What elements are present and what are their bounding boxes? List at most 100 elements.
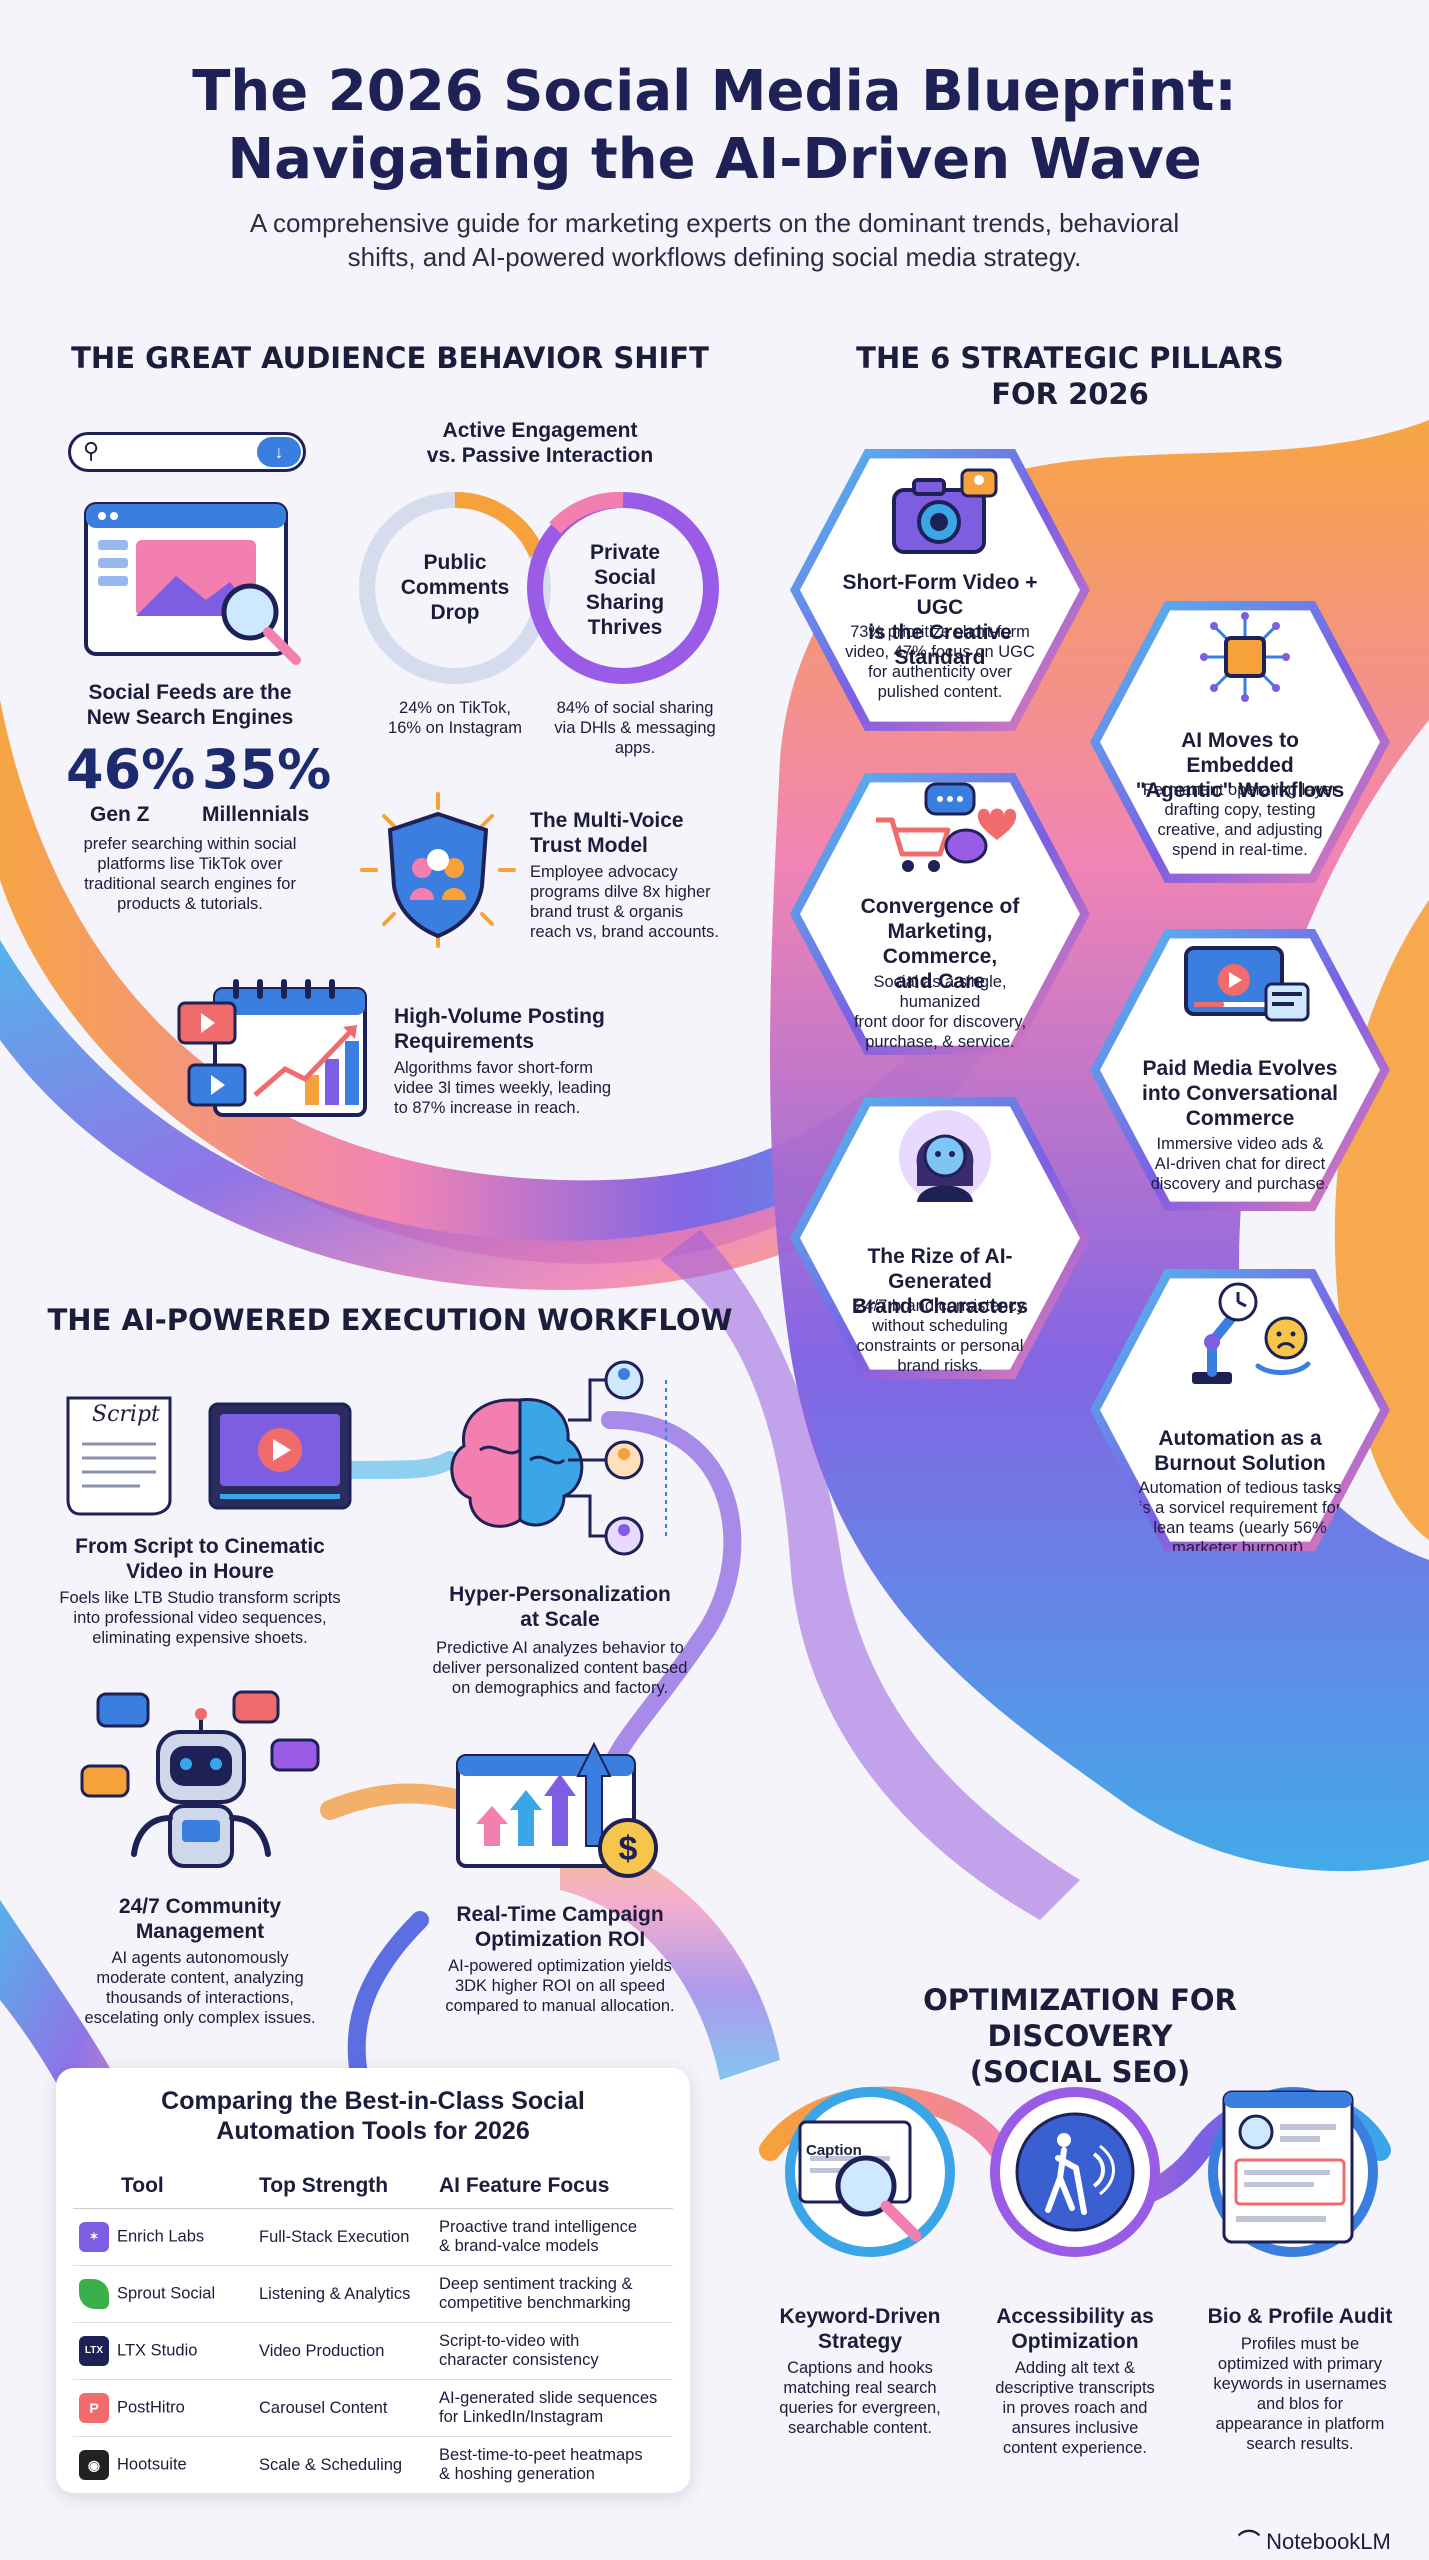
- pillar-desc-line: Automation of tedious tasks: [1138, 1479, 1342, 1497]
- feeds-desc-line: prefer searching within social: [83, 835, 297, 853]
- step1-title-line: From Script to Cinematic: [75, 1535, 325, 1558]
- seo-title-line: Accessibility as: [996, 2305, 1154, 2328]
- posting-desc-line: Algorithms favor short-form: [394, 1059, 593, 1077]
- pillar-title: Convergence of Marketing, Commerce, and …: [834, 894, 1046, 994]
- pillar-desc-line: discovery and purchase.: [1150, 1175, 1330, 1193]
- page-title-line1: The 2026 Social Media Blueprint:: [192, 59, 1237, 124]
- seo-desc-line: Captions and hooks: [787, 2359, 933, 2377]
- roi-growth-icon: $: [456, 1741, 658, 1878]
- pillar-convergence: Convergence of Marketing, Commerce, and …: [790, 773, 1090, 1055]
- pillar-desc-line: video, 47% focus on UGC: [845, 643, 1035, 661]
- step2-title-line: at Scale: [520, 1608, 600, 1631]
- step4-title-line: Real-Time Campaign: [456, 1903, 664, 1926]
- pillar-title-line: is the Creative Standard: [868, 621, 1012, 669]
- camera-icon: [892, 468, 998, 554]
- seo-item1-desc: Captions and hooks matching real search …: [750, 2358, 970, 2438]
- circle-left-desc: 24% on TikTok, 16% on Instagram: [375, 698, 535, 738]
- step2-desc-line: on demographics and factory.: [451, 1679, 669, 1697]
- engagement-title: Active Engagement vs. Passive Interactio…: [360, 418, 720, 468]
- posting-title: High-Volume Posting Requirements: [394, 1004, 605, 1054]
- brain-personalization-icon: [450, 1360, 667, 1556]
- pillars-heading-line1: THE 6 STRATEGIC PILLARS: [856, 341, 1284, 375]
- pillar-title: Short-Form Video + UGC is the Creative S…: [834, 570, 1046, 670]
- tools-heading-line: Automation Tools for 2026: [216, 2117, 530, 2145]
- pillar-desc-line: Permanent operating layer: [1142, 781, 1338, 799]
- pillar-desc-line: pulished content.: [877, 683, 1003, 701]
- search-bar-icon: ⚲ ↓: [68, 432, 306, 472]
- pillar-desc-line: marketer burnout).: [1172, 1539, 1308, 1557]
- pillar-title-line: Automation as a: [1158, 1427, 1322, 1450]
- calendar-growth-icon: [177, 979, 367, 1117]
- seo-desc-line: ansures inclusive: [1011, 2419, 1139, 2437]
- seo-desc-line: keywords in usernames: [1213, 2375, 1387, 2393]
- focus-cell: Best-time-to-peet heatmaps& hoshing gene…: [433, 2437, 673, 2494]
- seo-desc-line: descriptive transcripts: [995, 2379, 1155, 2397]
- step3-desc: AI agents autonomously moderate content,…: [40, 1948, 360, 2028]
- column-header-strength: Top Strength: [253, 2168, 433, 2209]
- seo-heading-line1: OPTIMIZATION FOR DISCOVERY: [923, 1983, 1237, 2053]
- pillar-title-line: Marketing, Commerce,: [882, 920, 998, 968]
- pillar-title-line: Brand Characters: [851, 1295, 1029, 1318]
- circle-public-comments: Public Comments Drop: [385, 550, 525, 625]
- avatar-icon: [899, 1110, 991, 1202]
- feeds-desc-line: platforms lise TikTok over: [97, 855, 283, 873]
- pillar-paid-media: Paid Media Evolves into Conversational C…: [1090, 929, 1390, 1211]
- focus-cell: Proactive trand intelligence& brand-valc…: [433, 2208, 673, 2266]
- seo-title-line: Bio & Profile Audit: [1207, 2305, 1393, 2328]
- seo-desc-line: and blos for: [1256, 2395, 1344, 2413]
- pillar-desc: 24/7 brand consistency without schedulin…: [834, 1296, 1046, 1376]
- notebooklm-logo-icon: ⌒: [1238, 2529, 1267, 2554]
- pillar-title-line: Commerce: [1185, 1107, 1295, 1130]
- feeds-title: Social Feeds are the New Search Engines: [40, 680, 340, 730]
- pillar-desc: Social as a single, humanized front door…: [834, 972, 1046, 1052]
- subtitle-line2: shifts, and AI-powered workflows definin…: [347, 242, 1082, 272]
- step3-title-line: 24/7 Community: [118, 1895, 282, 1918]
- ltx-studio-logo-icon: LTX: [79, 2336, 109, 2366]
- page-title-line2: Navigating the AI-Driven Wave: [227, 127, 1202, 192]
- stat-millennials-label: Millennials: [202, 803, 310, 826]
- stat-millennials-value: 35%: [202, 738, 332, 801]
- pillar-title: Paid Media Evolves into Conversational C…: [1134, 1056, 1346, 1131]
- circle-right-line: Sharing: [585, 591, 665, 614]
- pillar-desc: 73% prioritize short-form video, 47% foc…: [834, 622, 1046, 702]
- stat-genz-label: Gen Z: [90, 803, 150, 826]
- seo-desc-line: content experience.: [1002, 2439, 1147, 2457]
- pillar-desc-line: purchase, & service.: [865, 1033, 1015, 1051]
- table-row: Sprout Social Listening & Analytics Deep…: [73, 2265, 673, 2323]
- step3-desc-line: AI agents autonomously: [111, 1949, 289, 1967]
- chatbot-robot-icon: [80, 1690, 320, 1868]
- pillar-title-line: Short-Form Video + UGC: [842, 571, 1038, 619]
- step4-desc-line: 3DK higher ROI on all speed: [454, 1977, 666, 1995]
- hootsuite-owl-logo-icon: ◉: [79, 2450, 109, 2481]
- circle-right-desc-line: apps.: [614, 739, 656, 757]
- step4-title-line: Optimization ROI: [474, 1928, 646, 1951]
- focus-cell: Deep sentiment tracking &competitive ben…: [433, 2265, 673, 2323]
- pillar-desc-line: creative, and adjusting: [1157, 821, 1323, 839]
- script-to-video-icon: [66, 1396, 352, 1516]
- posthitro-logo-icon: P: [79, 2393, 109, 2423]
- focus-line: character consistency: [439, 2351, 599, 2369]
- pillars-heading: THE 6 STRATEGIC PILLARS FOR 2026: [840, 340, 1300, 412]
- step2-desc-line: deliver personalized content based: [432, 1659, 688, 1677]
- seo-heading-line2: (SOCIAL SEO): [969, 2055, 1191, 2089]
- behavior-heading: THE GREAT AUDIENCE BEHAVIOR SHIFT: [71, 341, 709, 375]
- table-row: ◉Hootsuite Scale & Scheduling Best-time-…: [73, 2437, 673, 2494]
- step3-desc-line: moderate content, analyzing: [96, 1969, 304, 1987]
- trust-title-line: The Multi-Voice: [530, 809, 684, 832]
- step3-desc-line: escelating only complex issues.: [84, 2009, 316, 2027]
- strength-cell: Scale & Scheduling: [259, 2455, 403, 2474]
- trust-title: The Multi-Voice Trust Model: [530, 808, 684, 858]
- seo-title-line: Optimization: [1011, 2330, 1139, 2353]
- seo-desc-line: matching real search: [783, 2379, 937, 2397]
- tools-table: Tool Top Strength AI Feature Focus ✶Enri…: [73, 2168, 673, 2494]
- focus-line: AI-generated slide sequences: [439, 2389, 658, 2407]
- posting-title-line: Requirements: [394, 1030, 535, 1053]
- brand-footer: ⌒ NotebookLM: [1238, 2524, 1391, 2556]
- circle-right-desc-line: via DHls & messaging: [554, 719, 716, 737]
- step1-desc-line: eliminating expensive shoets.: [92, 1629, 308, 1647]
- seo-item3-desc: Profiles must be optimized with primary …: [1185, 2334, 1415, 2454]
- pillar-title-line: AI Moves to Embedded: [1181, 729, 1299, 777]
